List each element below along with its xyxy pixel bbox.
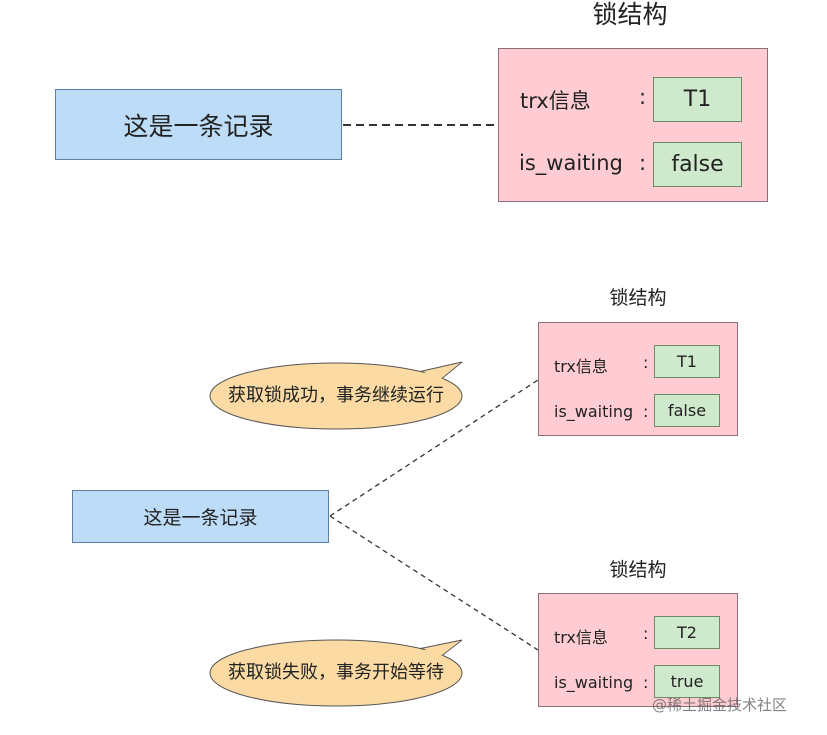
- top-field1-label: trx信息: [520, 89, 591, 113]
- lock1-field1-colon: :: [643, 353, 649, 372]
- lock1-field1-value-box: T1: [654, 345, 720, 378]
- top-lock-box: trx信息 : T1 is_waiting : false: [498, 48, 768, 202]
- lock1-field1-value: T1: [677, 352, 697, 371]
- connector-to-lock2: [329, 515, 539, 651]
- top-field1-value: T1: [683, 87, 712, 112]
- lock1-field2-value-box: false: [654, 394, 720, 427]
- lock1-field2-colon: :: [643, 402, 649, 421]
- bottom-record-text: 这是一条记录: [143, 507, 258, 529]
- top-record-box: 这是一条记录: [55, 89, 342, 160]
- connector-to-lock1: [329, 379, 539, 517]
- watermark-text: @稀土掘金技术社区: [652, 696, 788, 714]
- top-lock-title: 锁结构: [592, 0, 668, 29]
- lock2-field1-value-box: T2: [654, 616, 720, 649]
- lock1-field1-label: trx信息: [554, 357, 608, 376]
- lock2-title: 锁结构: [609, 559, 667, 581]
- bubble-fail-body: [209, 639, 463, 707]
- lock1-box: trx信息 : T1 is_waiting : false: [538, 322, 738, 436]
- top-field2-colon: :: [639, 151, 647, 175]
- bubble-success-body: [209, 362, 463, 430]
- top-field2-value-box: false: [653, 142, 742, 187]
- top-field1-colon: :: [639, 85, 647, 109]
- lock2-box: trx信息 : T2 is_waiting : true: [538, 593, 738, 707]
- lock2-field1-colon: :: [643, 624, 649, 643]
- bottom-record-box: 这是一条记录: [72, 490, 329, 543]
- lock2-field2-value-box: true: [654, 665, 720, 698]
- lock2-field2-colon: :: [643, 673, 649, 692]
- lock2-field2-label: is_waiting: [554, 673, 634, 692]
- bubble-fail-text: 获取锁失败，事务开始等待: [228, 662, 444, 683]
- lock1-field2-label: is_waiting: [554, 402, 634, 421]
- top-field1-value-box: T1: [653, 77, 742, 122]
- bubble-success-text: 获取锁成功，事务继续运行: [228, 385, 444, 406]
- lock1-title: 锁结构: [609, 287, 667, 309]
- lock2-field2-value: true: [670, 672, 704, 691]
- top-field2-label: is_waiting: [519, 151, 623, 175]
- lock2-field1-value: T2: [677, 623, 697, 642]
- lock1-field2-value: false: [667, 401, 707, 420]
- top-field2-value: false: [671, 152, 724, 177]
- lock2-field1-label: trx信息: [554, 628, 608, 647]
- top-record-text: 这是一条记录: [123, 111, 274, 141]
